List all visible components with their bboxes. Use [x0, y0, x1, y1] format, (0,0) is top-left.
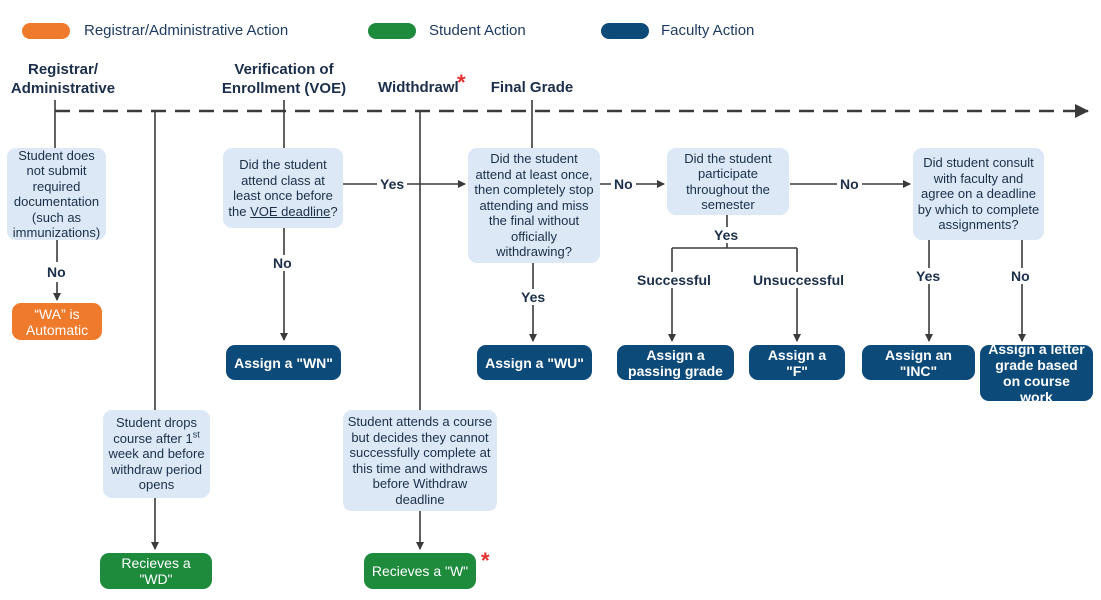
- stage-withdrawl: Widthdrawl: [378, 78, 468, 97]
- legend-swatch-student: [368, 23, 416, 39]
- label-yes-participate: Yes: [711, 227, 742, 243]
- outcome-wu: Assign a "WU": [477, 345, 592, 380]
- question-drops-course: Student drops course after 1st week and …: [103, 410, 210, 498]
- label-no-participate: No: [837, 176, 862, 192]
- stage-final-grade: Final Grade: [490, 79, 574, 96]
- question-stop-attending: Did the student attend at least once, th…: [468, 148, 600, 263]
- stage-withdrawl-label: Widthdrawl: [378, 79, 459, 96]
- withdrawl-asterisk: *: [457, 70, 466, 95]
- question-attend-once: Did the student attend class at least on…: [223, 148, 343, 228]
- label-no-voe: No: [270, 255, 295, 271]
- drops-course-text-pre: Student drops course after 1: [113, 415, 197, 446]
- legend-label-registrar: Registrar/Administrative Action: [84, 22, 289, 39]
- question-documentation: Student does not submit required documen…: [7, 148, 106, 240]
- outcome-f: Assign a "F": [749, 345, 845, 380]
- label-yes-consult: Yes: [913, 268, 944, 284]
- outcome-wa: “WA” is Automatic: [12, 303, 102, 340]
- outcome-w: Recieves a "W": [364, 553, 476, 589]
- label-no-consult: No: [1008, 268, 1033, 284]
- drops-course-text-post: week and before withdraw period opens: [108, 446, 205, 493]
- label-yes-stop: Yes: [518, 289, 549, 305]
- stage-voe: Verification of Enrollment (VOE): [221, 61, 347, 97]
- drops-course-sup: st: [192, 429, 200, 440]
- stage-registrar: Registrar/ Administrative: [10, 61, 116, 97]
- label-no-doc: No: [44, 264, 69, 280]
- voe-deadline-text: VOE deadline: [250, 203, 331, 219]
- question-withdraws: Student attends a course but decides the…: [343, 410, 497, 511]
- outcome-passing: Assign a passing grade: [617, 345, 734, 380]
- label-yes-voe: Yes: [377, 176, 408, 192]
- outcome-inc: Assign an "INC": [862, 345, 975, 380]
- label-no-stop: No: [611, 176, 636, 192]
- legend-swatch-registrar: [22, 23, 70, 39]
- legend-swatch-faculty: [601, 23, 649, 39]
- question-attend-once-end: ?: [330, 203, 338, 219]
- outcome-letter: Assign a letter grade based on course wo…: [980, 341, 1093, 405]
- legend-label-student: Student Action: [429, 22, 526, 39]
- question-consult: Did student consult with faculty and agr…: [913, 148, 1044, 240]
- legend-label-faculty: Faculty Action: [661, 22, 755, 39]
- outcome-wd: Recieves a "WD": [100, 553, 212, 589]
- label-unsuccessful: Unsuccessful: [750, 272, 848, 288]
- label-successful: Successful: [634, 272, 714, 288]
- outcome-wn: Assign a "WN": [226, 345, 341, 380]
- question-attend-once-text: Did the student attend class at least on…: [228, 157, 333, 219]
- outcome-w-asterisk: *: [481, 548, 490, 573]
- question-participate: Did the student participate throughout t…: [667, 148, 789, 215]
